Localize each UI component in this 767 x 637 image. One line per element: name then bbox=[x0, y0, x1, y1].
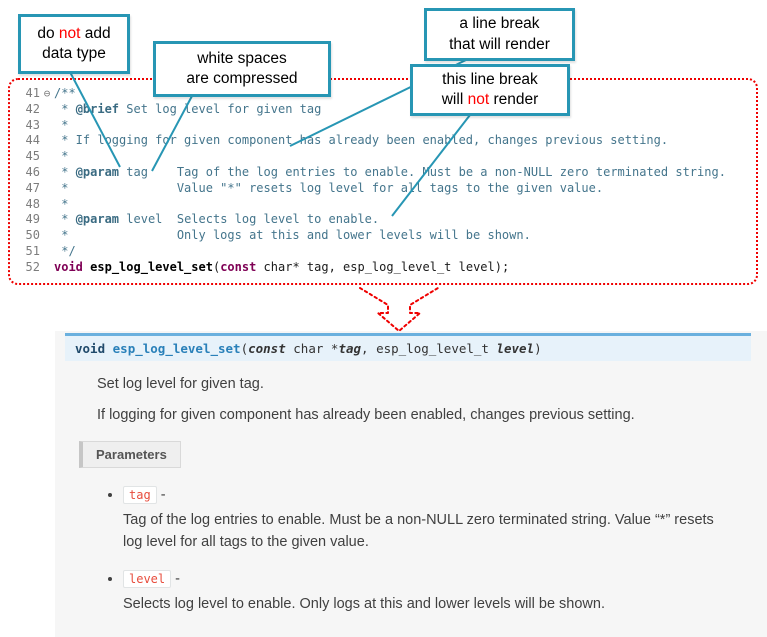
parameters-heading: Parameters bbox=[79, 441, 181, 468]
code-text: * If logging for given component has alr… bbox=[54, 133, 669, 148]
fold-spacer bbox=[40, 260, 54, 276]
fold-spacer bbox=[40, 149, 54, 165]
rendered-doc-panel: void esp_log_level_set(const char *tag, … bbox=[55, 331, 767, 637]
code-line: 45 * bbox=[18, 149, 754, 165]
signature-text: void esp_log_level_set(const char *tag, … bbox=[75, 341, 542, 356]
doc-detail: If logging for given component has alrea… bbox=[97, 407, 635, 423]
code-text: * bbox=[54, 117, 69, 132]
fold-spacer bbox=[40, 244, 54, 260]
callout-text-line: that will render bbox=[449, 35, 550, 53]
callout-line-break-renders: a line break that will render bbox=[424, 8, 575, 61]
line-number: 46 bbox=[25, 164, 40, 179]
fold-spacer bbox=[40, 228, 54, 244]
callout-white-spaces-compressed: white spaces are compressed bbox=[153, 41, 331, 97]
callout-line-break-not-render: this line break will not render bbox=[410, 64, 570, 116]
fold-spacer bbox=[40, 197, 54, 213]
fold-spacer bbox=[40, 118, 54, 134]
code-text: * bbox=[54, 196, 69, 211]
code-line: 52 void esp_log_level_set(const char* tag… bbox=[18, 260, 754, 276]
param-separator: - bbox=[175, 570, 180, 587]
code-text: * @param level Selects log level to enab… bbox=[54, 212, 380, 227]
line-number: 47 bbox=[25, 180, 40, 195]
callout-text-line: will not render bbox=[441, 91, 539, 108]
line-number: 51 bbox=[25, 243, 40, 258]
param-separator: - bbox=[160, 487, 166, 503]
param-name-chip: tag bbox=[123, 486, 157, 504]
code-line: 44 * If logging for given component has … bbox=[18, 133, 754, 149]
code-editor-snippet: 41⊖/**42 * @brief Set log level for give… bbox=[8, 78, 758, 285]
callout-text-line: data type bbox=[42, 45, 106, 62]
code-lines: 41⊖/**42 * @brief Set log level for give… bbox=[18, 86, 754, 276]
line-number: 45 bbox=[25, 149, 40, 164]
code-line: 42 * @brief Set log level for given tag bbox=[18, 102, 754, 118]
code-text: * @brief Set log level for given tag bbox=[54, 101, 322, 116]
param-name-chip: level bbox=[123, 569, 172, 588]
callout-text-line: white spaces bbox=[197, 49, 287, 67]
param-list: tag - Tag of the log entries to enable. M… bbox=[101, 486, 731, 615]
param-head: tag - bbox=[123, 486, 731, 504]
line-number: 44 bbox=[25, 133, 40, 148]
fold-spacer bbox=[40, 212, 54, 228]
code-line: 50 * Only logs at this and lower levels … bbox=[18, 228, 754, 244]
line-number: 50 bbox=[25, 228, 40, 243]
code-line: 51 */ bbox=[18, 244, 754, 260]
callout-text-line: a line break bbox=[459, 15, 540, 33]
code-text: */ bbox=[54, 243, 76, 258]
fold-spacer bbox=[40, 102, 54, 118]
doc-brief: Set log level for given tag. bbox=[97, 376, 264, 392]
code-text: /** bbox=[54, 86, 76, 100]
fold-spacer bbox=[40, 181, 54, 197]
function-signature: void esp_log_level_set(const char *tag, … bbox=[65, 333, 751, 361]
param-description: Tag of the log entries to enable. Must b… bbox=[123, 512, 714, 550]
flow-arrow bbox=[359, 287, 439, 332]
code-line: 41⊖/** bbox=[18, 86, 754, 102]
callout-do-not-add-data-type: do not add data type bbox=[18, 14, 130, 74]
code-line: 43 * bbox=[18, 118, 754, 134]
code-line: 47 * Value "*" resets log level for all … bbox=[18, 181, 754, 197]
line-number: 43 bbox=[25, 117, 40, 132]
line-number: 41 bbox=[25, 86, 40, 100]
code-text: * bbox=[54, 149, 69, 164]
callout-text-line: do not add bbox=[37, 24, 111, 42]
line-number: 42 bbox=[25, 101, 40, 116]
code-text: * @param tag Tag of the log entries to e… bbox=[54, 164, 726, 179]
line-number: 52 bbox=[25, 259, 40, 274]
fold-spacer bbox=[40, 133, 54, 149]
code-text: void esp_log_level_set(const char* tag, … bbox=[54, 259, 510, 274]
code-line: 49 * @param level Selects log level to e… bbox=[18, 212, 754, 228]
code-line: 48 * bbox=[18, 197, 754, 213]
callout-text-line: are compressed bbox=[186, 70, 298, 87]
line-number: 49 bbox=[25, 212, 40, 227]
fold-icon[interactable]: ⊖ bbox=[43, 87, 51, 100]
callout-text-line: this line break bbox=[442, 70, 538, 88]
line-number: 48 bbox=[25, 196, 40, 211]
param-item: level - Selects log level to enable. Only… bbox=[123, 569, 731, 616]
code-text: * Only logs at this and lower levels wil… bbox=[54, 228, 531, 243]
fold-spacer bbox=[40, 165, 54, 181]
code-text: * Value "*" resets log level for all tag… bbox=[54, 180, 604, 195]
code-line: 46 * @param tag Tag of the log entries t… bbox=[18, 165, 754, 181]
param-head: level - bbox=[123, 569, 731, 588]
param-description: Selects log level to enable. Only logs a… bbox=[123, 595, 605, 612]
param-item: tag - Tag of the log entries to enable. M… bbox=[123, 486, 731, 554]
